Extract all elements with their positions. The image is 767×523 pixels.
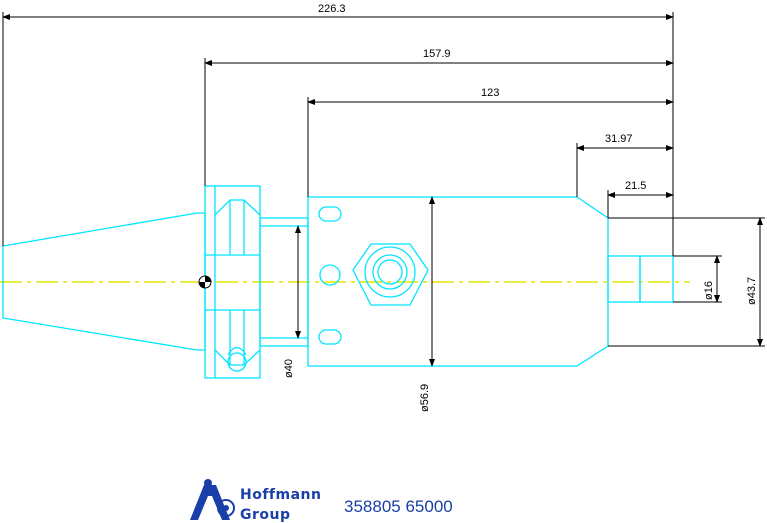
dim-nose-length: 31.97: [605, 133, 633, 145]
logo-line1: Hoffmann: [240, 487, 322, 503]
dimension-lines: [2, 12, 765, 367]
dim-shank-length: 21.5: [625, 180, 646, 192]
part-number: 358805 65000: [344, 497, 453, 516]
tool-outline: [2, 185, 674, 379]
dim-nose-diameter: ø43.7: [746, 277, 758, 305]
logo-line2: Group: [240, 507, 291, 523]
dim-overall-length: 226.3: [318, 3, 346, 15]
dim-bore-diameter: ø16: [703, 281, 715, 300]
hoffmann-logo: Hoffmann Group: [190, 479, 322, 523]
dim-body-length: 123: [481, 87, 499, 99]
dim-length-from-flange: 157.9: [423, 48, 451, 60]
datum-mark: [198, 275, 212, 289]
dim-body-diameter: ø56.9: [419, 384, 431, 412]
dim-collar-diameter: ø40: [283, 359, 295, 378]
